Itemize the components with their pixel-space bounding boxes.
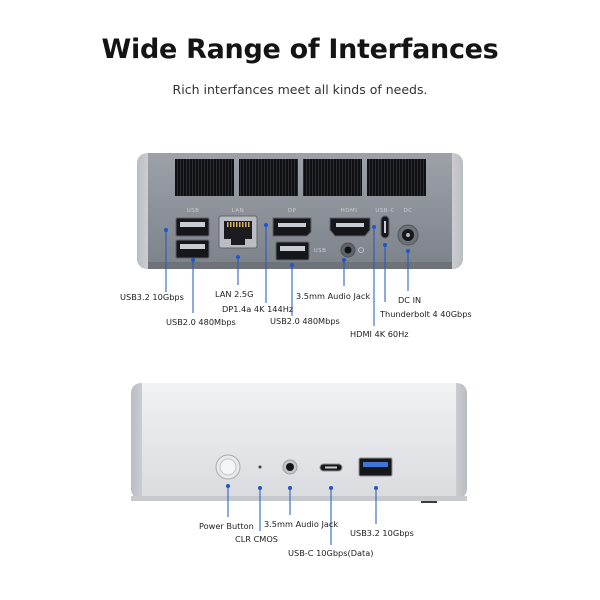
hdmi-port xyxy=(329,217,371,237)
callout-power-button: Power Button xyxy=(199,521,254,531)
port-label-dp: DP xyxy=(288,208,297,214)
vent-grille xyxy=(303,159,362,196)
callout-usb-c-10gbps: USB-C 10Gbps(Data) xyxy=(288,548,373,558)
vent-grille xyxy=(239,159,298,196)
callout-usb20-480mbps-2: USB2.0 480Mbps xyxy=(270,316,340,326)
usb-a-port xyxy=(175,217,210,237)
clr-cmos-pinhole xyxy=(258,465,262,469)
front-usb-c-port xyxy=(319,463,343,472)
page-title: Wide Range of Interfances xyxy=(101,34,499,65)
callout-clr-cmos: CLR CMOS xyxy=(235,534,278,544)
port-label-hdmi: HDMI xyxy=(341,208,358,214)
vent-grille xyxy=(175,159,234,196)
front-device xyxy=(131,383,467,503)
dc-in-port xyxy=(397,224,419,246)
rear-device: USB LAN DP HDMI USB-C DC USB xyxy=(137,153,463,269)
page-subtitle: Rich interfances meet all kinds of needs… xyxy=(172,82,428,97)
callout-audio-jack: 3.5mm Audio Jack xyxy=(296,291,370,301)
callout-usb20-480mbps: USB2.0 480Mbps xyxy=(166,317,236,327)
front-panel xyxy=(142,383,456,499)
front-audio-jack xyxy=(282,459,298,475)
power-button xyxy=(215,454,241,480)
vent-grille xyxy=(367,159,426,196)
lan-port xyxy=(218,215,258,249)
callout-dc-in: DC IN xyxy=(398,295,421,305)
callout-front-usb32: USB3.2 10Gbps xyxy=(350,528,414,538)
port-label-lan: LAN xyxy=(232,208,245,214)
port-label-usb: USB xyxy=(187,208,200,214)
port-label-usbc: USB-C xyxy=(375,208,395,214)
callout-lan-2-5g: LAN 2.5G xyxy=(215,289,253,299)
audio-jack xyxy=(340,242,364,258)
usb-a-port xyxy=(175,239,210,259)
callout-front-audio-jack: 3.5mm Audio Jack xyxy=(264,519,338,529)
port-label-dc: DC xyxy=(403,208,412,214)
front-usb-a-port xyxy=(358,457,393,477)
rear-callout-leaders xyxy=(164,223,410,326)
callout-dp14a: DP1.4a 4K 144Hz xyxy=(222,304,293,314)
port-label-usb2: USB xyxy=(314,248,327,254)
callout-usb32-10gbps: USB3.2 10Gbps xyxy=(120,292,184,302)
callout-thunderbolt-4: Thunderbolt 4 40Gbps xyxy=(379,309,472,319)
callout-hdmi-4k: HDMI 4K 60Hz xyxy=(350,329,409,339)
usb-a-port xyxy=(275,241,310,261)
usb-c-port xyxy=(380,215,390,239)
displayport-port xyxy=(272,217,312,237)
front-callout-leaders xyxy=(226,484,378,545)
